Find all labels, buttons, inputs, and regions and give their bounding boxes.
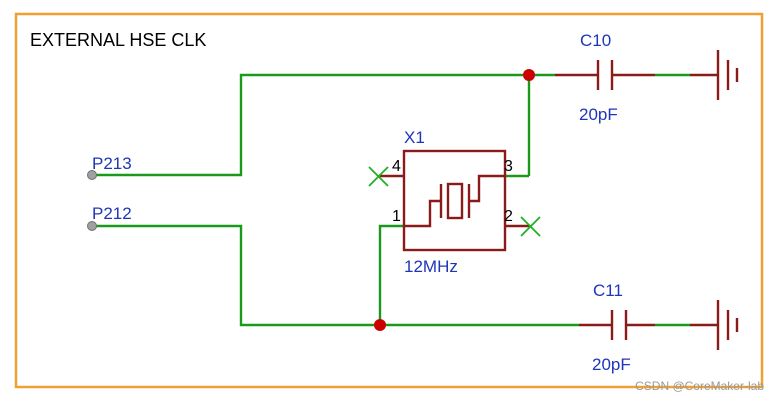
- capacitor-c11-designator: C11: [593, 281, 623, 300]
- watermark: CSDN @CoreMaker-lab: [635, 379, 764, 393]
- net-port-p213[interactable]: [87, 170, 97, 180]
- crystal-pin-1: 1: [392, 208, 401, 225]
- capacitor-c11-value: 20pF: [592, 355, 631, 374]
- net-port-p212[interactable]: [87, 221, 97, 231]
- capacitor-c10-designator: C10: [580, 31, 611, 50]
- capacitor-c10-value: 20pF: [579, 105, 618, 124]
- no-connect-pin2: [520, 216, 541, 237]
- crystal-inner-right-lead: [469, 174, 505, 203]
- crystal-inner-left-lead: [404, 199, 441, 228]
- crystal-x1[interactable]: [380, 149, 529, 252]
- net-label-p213: P213: [92, 154, 132, 173]
- sheet-title: EXTERNAL HSE CLK: [30, 30, 206, 50]
- wire-p212: [92, 224, 579, 327]
- crystal-designator: X1: [404, 128, 425, 147]
- crystal-body: [402, 149, 507, 252]
- junction-c10: [523, 69, 535, 81]
- sheet-border: [14, 12, 764, 389]
- capacitor-c11[interactable]: [579, 310, 655, 340]
- crystal-pin-3: 3: [504, 158, 513, 175]
- crystal-pin-4: 4: [392, 158, 401, 175]
- ground-icon-top: [690, 50, 739, 100]
- no-connect-pin4: [368, 166, 389, 187]
- ground-icon-bottom: [690, 300, 739, 350]
- wire-crystal-pin1: [378, 224, 404, 325]
- net-label-p212: P212: [92, 204, 132, 223]
- crystal-pin-2: 2: [504, 208, 513, 225]
- wires: [92, 73, 690, 327]
- crystal-resonator: [446, 182, 464, 220]
- wire-p213: [92, 73, 529, 177]
- junction-c11: [374, 319, 386, 331]
- crystal-value: 12MHz: [404, 257, 458, 276]
- capacitor-c10[interactable]: [555, 60, 655, 90]
